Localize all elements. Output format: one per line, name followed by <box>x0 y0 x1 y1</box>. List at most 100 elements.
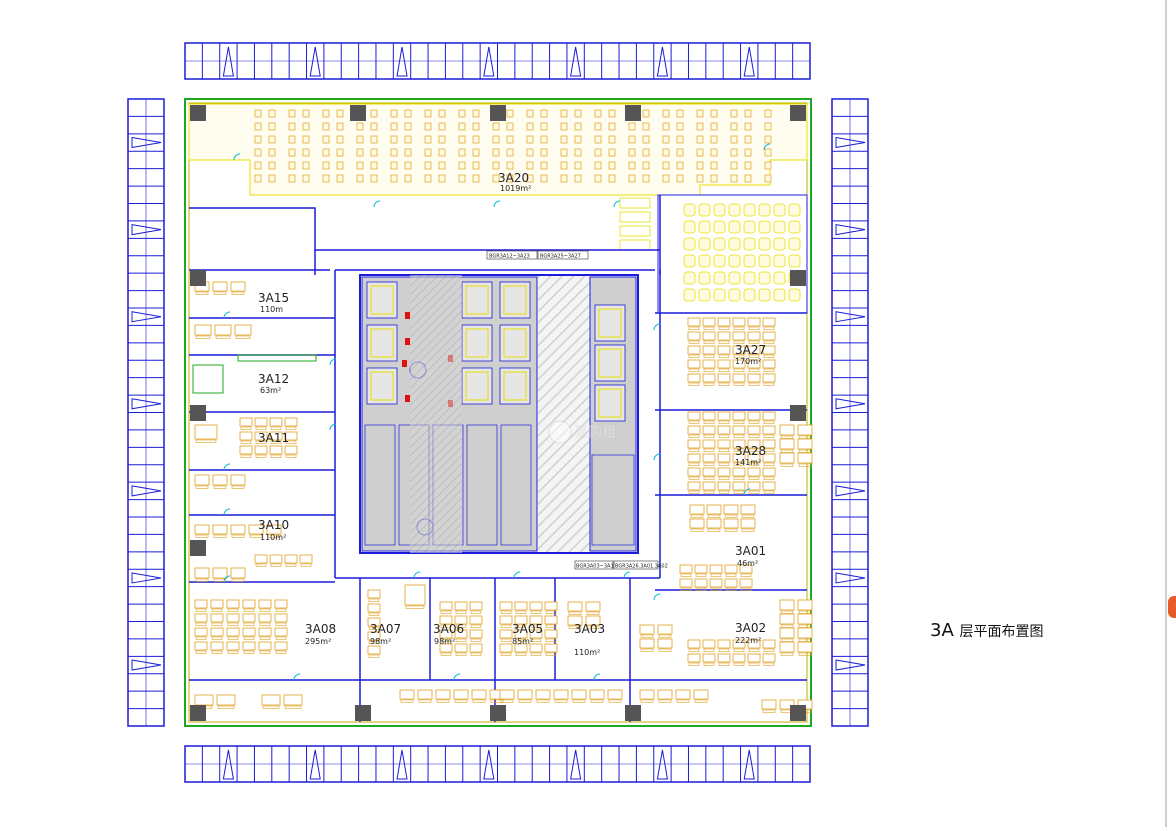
desk <box>694 578 708 588</box>
desk <box>687 425 701 435</box>
workstation <box>608 174 616 183</box>
door-arc <box>223 508 231 516</box>
workstation <box>526 135 534 144</box>
chair <box>780 449 794 453</box>
door-arc <box>223 575 231 583</box>
workstation <box>404 148 412 157</box>
chair <box>780 652 794 656</box>
workstation <box>608 109 616 118</box>
fire-hydrant <box>402 360 407 367</box>
workstation <box>744 135 752 144</box>
desk <box>214 324 232 336</box>
workstation <box>628 161 636 170</box>
desk <box>797 599 813 611</box>
desk <box>242 599 256 609</box>
meeting-seat <box>758 254 771 268</box>
chair <box>275 622 287 626</box>
desk <box>367 631 381 641</box>
room-code-3A10: 3A10 <box>258 518 289 532</box>
workstation <box>608 135 616 144</box>
chair <box>243 608 255 612</box>
chair <box>440 638 452 642</box>
chair <box>500 610 512 614</box>
workstation <box>268 122 276 131</box>
desk <box>212 474 228 486</box>
workstation <box>370 148 378 157</box>
chair <box>586 611 600 615</box>
meeting-seat <box>683 271 696 285</box>
desk <box>724 564 738 574</box>
chair <box>763 462 775 466</box>
desk <box>761 699 777 710</box>
workstation <box>662 109 670 118</box>
desk <box>274 613 288 623</box>
desk <box>194 324 212 336</box>
room-code-3A05: 3A05 <box>512 622 543 636</box>
chair <box>195 291 209 295</box>
chair <box>368 640 380 644</box>
elevator-shaft <box>461 324 493 362</box>
chair <box>763 420 775 424</box>
desk <box>732 467 746 477</box>
facade-right-marker <box>835 136 866 149</box>
chair <box>748 662 760 666</box>
workstation <box>676 148 684 157</box>
chair <box>213 485 227 489</box>
chair <box>733 326 745 330</box>
chair <box>688 340 700 344</box>
desk <box>717 373 731 383</box>
meeting-seat <box>698 271 711 285</box>
workstation <box>404 174 412 183</box>
desk <box>702 439 716 449</box>
chair <box>703 354 715 358</box>
structural-columns <box>190 105 806 721</box>
chair <box>436 699 450 703</box>
desk <box>284 431 298 441</box>
workstation <box>370 109 378 118</box>
desk <box>797 641 813 653</box>
desk <box>762 345 776 355</box>
chair <box>780 624 794 628</box>
desk <box>266 524 282 535</box>
elevator-shaft <box>366 367 398 405</box>
desk <box>779 613 795 625</box>
chair <box>690 514 704 518</box>
chair <box>195 608 207 612</box>
elevator-car <box>598 388 622 418</box>
workstation <box>574 109 582 118</box>
meeting-seat <box>713 237 726 251</box>
desk <box>732 653 746 663</box>
workstation <box>288 122 296 131</box>
chair <box>688 476 700 480</box>
room-code-3A06: 3A06 <box>433 622 464 636</box>
chair <box>748 326 760 330</box>
chair <box>694 699 708 703</box>
desk <box>732 317 746 327</box>
workstation <box>730 174 738 183</box>
workstation <box>526 109 534 118</box>
chair <box>703 420 715 424</box>
desk <box>258 627 272 637</box>
workstation <box>574 174 582 183</box>
chair <box>703 448 715 452</box>
chair <box>733 462 745 466</box>
desk <box>514 615 528 625</box>
corridor-tag-2: BGR3A25~3A27 <box>540 254 581 260</box>
elevator-shaft <box>499 367 531 405</box>
workstation <box>254 161 262 170</box>
green-bench <box>237 354 317 362</box>
chair <box>763 326 775 330</box>
meeting-seats-top-right <box>619 197 801 302</box>
workstation <box>730 148 738 157</box>
desk <box>230 524 246 535</box>
workstation <box>458 122 466 131</box>
workstation <box>608 122 616 131</box>
chair <box>240 454 252 458</box>
desk <box>762 467 776 477</box>
chair <box>270 426 282 430</box>
desk <box>779 424 795 436</box>
chair <box>400 699 414 703</box>
door-arc <box>373 200 381 208</box>
elevator-shaft <box>594 384 626 422</box>
